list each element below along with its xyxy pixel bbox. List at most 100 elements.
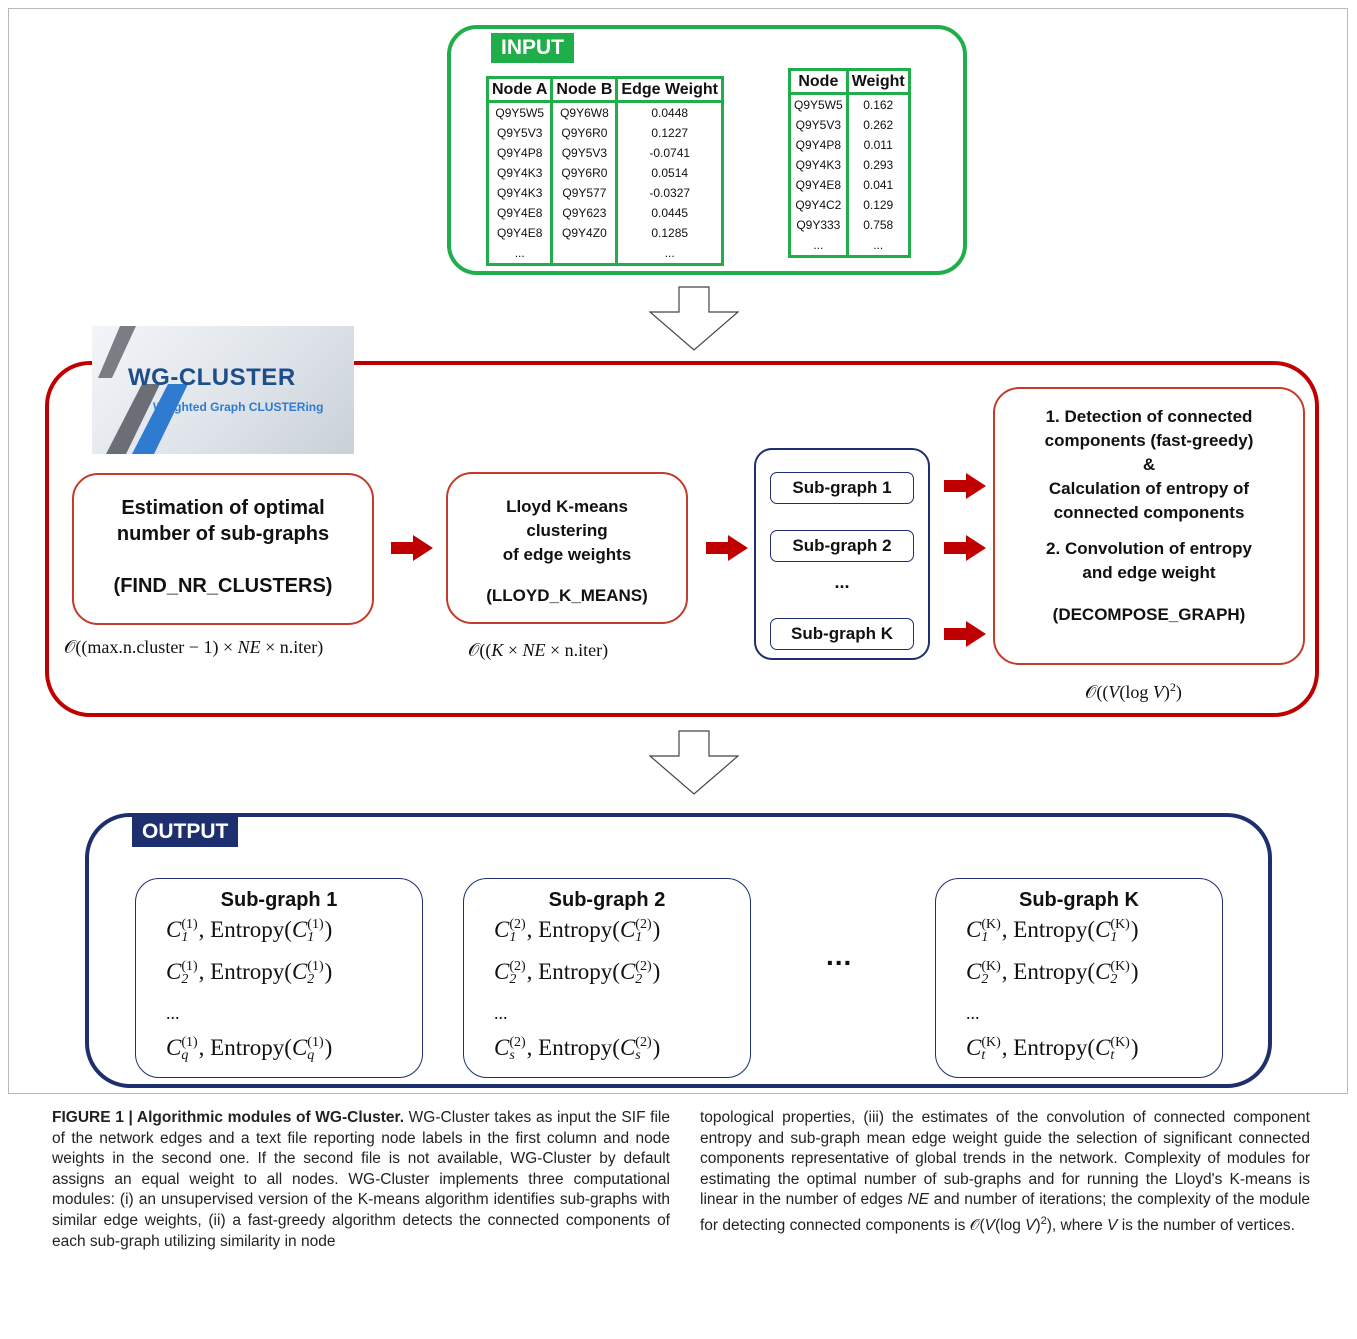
component-superscript: (1) [181,1035,198,1051]
component-index: (K)2 [1110,959,1130,986]
caption-figure-label: FIGURE 1 | Algorithmic modules of WG-Clu… [52,1109,405,1126]
table-cell: 0.1227 [615,123,724,143]
paren: ( [1087,1035,1096,1060]
component-index: (2)1 [509,918,525,944]
find-complexity: 𝒪((max.n.cluster − 1) × NE × n.iter) [64,637,323,658]
complexity-text: 𝒪(( [1085,682,1109,702]
table-row: ...... [788,235,911,257]
output-ellipsis: ... [826,940,853,971]
table-cell: 0.162 [845,93,911,115]
table-cell: ... [485,243,554,265]
wg-cluster-logo: WG-CLUSTER Weighted Graph CLUSTERing [92,326,354,454]
table-cell: 0.0448 [615,101,724,123]
component-symbol: C [966,917,982,942]
table-cell: Q9Y5W5 [485,101,554,123]
red-arrow-icon [944,473,986,499]
subgraph-1-box: Sub-graph 1 [770,472,914,504]
decompose-complexity: 𝒪((V(log V)2) [1085,680,1182,703]
paren: ) [324,1035,333,1060]
component-superscript: (K) [1110,959,1130,975]
component-subscript: 2 [635,971,643,987]
red-arrow-icon [706,535,748,561]
subgraph-2-box: Sub-graph 2 [770,530,914,562]
down-arrow-icon [649,730,739,795]
table-cell: 0.0445 [615,203,724,223]
component-superscript: (K) [981,917,1001,933]
table-cell: 0.758 [845,215,911,235]
red-arrow-icon [391,535,433,561]
step-text: & [1142,455,1156,474]
component-entropy-line: C(1)q, Entropy(C(1)q) [166,1035,332,1062]
complexity-text: × n.iter) [260,637,324,657]
subgraph-k-box: Sub-graph K [770,618,914,650]
component-index: (K)t [981,1036,1000,1062]
component-entropy-line: C(2)1, Entropy(C(2)1) [494,917,660,944]
component-symbol: C [494,917,510,942]
paren: ( [284,1035,292,1060]
paren: ) [1130,1035,1139,1060]
component-superscript: (2) [635,1035,652,1051]
caption-text: (log [994,1217,1026,1235]
table-cell: Q9Y4P8 [485,143,554,163]
complexity-text: 𝒪((max.n.cluster − 1) × [64,637,238,657]
entropy-label: Entropy [1013,1035,1088,1060]
step-text: 2. Convolution of entropy [1046,539,1252,558]
component-subscript: s [635,1047,641,1063]
table-cell: 0.293 [845,155,911,175]
component-symbol: C [966,1035,982,1060]
paren: ( [1087,959,1096,984]
component-entropy-line: C(K)t, Entropy(C(K)t) [966,1035,1139,1062]
component-entropy-line: C(1)2, Entropy(C(1)2) [166,959,332,986]
component-symbol: C [494,1035,510,1060]
component-superscript: (1) [181,959,198,975]
component-subscript: 1 [307,929,315,945]
table-cell: -0.0741 [615,143,724,163]
component-index: (2)2 [509,959,526,986]
paren: ( [284,917,292,942]
complexity-text: ) [1175,682,1182,702]
step-code: (DECOMPOSE_GRAPH) [1052,605,1246,624]
step-text: Calculation of entropy of [1048,479,1250,498]
lloyd-complexity: 𝒪((K × NE × n.iter) [468,640,608,661]
entropy-label: Entropy [210,917,285,942]
red-arrow-icon [944,621,986,647]
step-text: components (fast-greedy) [1044,431,1254,450]
table-cell: 0.011 [845,135,911,155]
component-subscript: 1 [635,929,643,945]
paren: ) [324,959,333,984]
output-card-title: Sub-graph 1 [220,889,338,911]
table-cell: 0.041 [845,175,911,195]
output-line-ellipsis: ... [166,1003,180,1023]
component-index: (2)s [509,1036,525,1062]
component-superscript: (2) [509,959,526,975]
step-text: Estimation of optimal [121,497,325,519]
component-symbol: C [619,917,636,942]
component-subscript: 1 [181,929,189,945]
table-row: ...... [485,243,724,265]
table-cell: 0.1285 [615,223,724,243]
component-entropy-line: C(1)1, Entropy(C(1)1) [166,917,332,944]
complexity-var: K [491,640,504,660]
caption-var: V [984,1217,995,1235]
logo-swoosh-icon [98,326,188,454]
component-index: (K)t [1110,1036,1129,1062]
table-header: Node [788,68,849,95]
complexity-exponent: 2 [1169,680,1176,694]
caption-var: NE [907,1191,930,1209]
separator: , [526,959,539,984]
table-cell: Q9Y5V3 [485,123,554,143]
caption-var: V [1025,1217,1036,1235]
component-index: (2)1 [635,918,651,945]
caption-text: ) [1035,1217,1041,1235]
component-index: (1)2 [181,959,198,986]
caption-left: FIGURE 1 | Algorithmic modules of WG-Clu… [52,1108,670,1252]
table-cell: 0.262 [845,115,911,135]
component-symbol: C [1095,917,1111,942]
component-index: (2)s [635,1035,652,1063]
